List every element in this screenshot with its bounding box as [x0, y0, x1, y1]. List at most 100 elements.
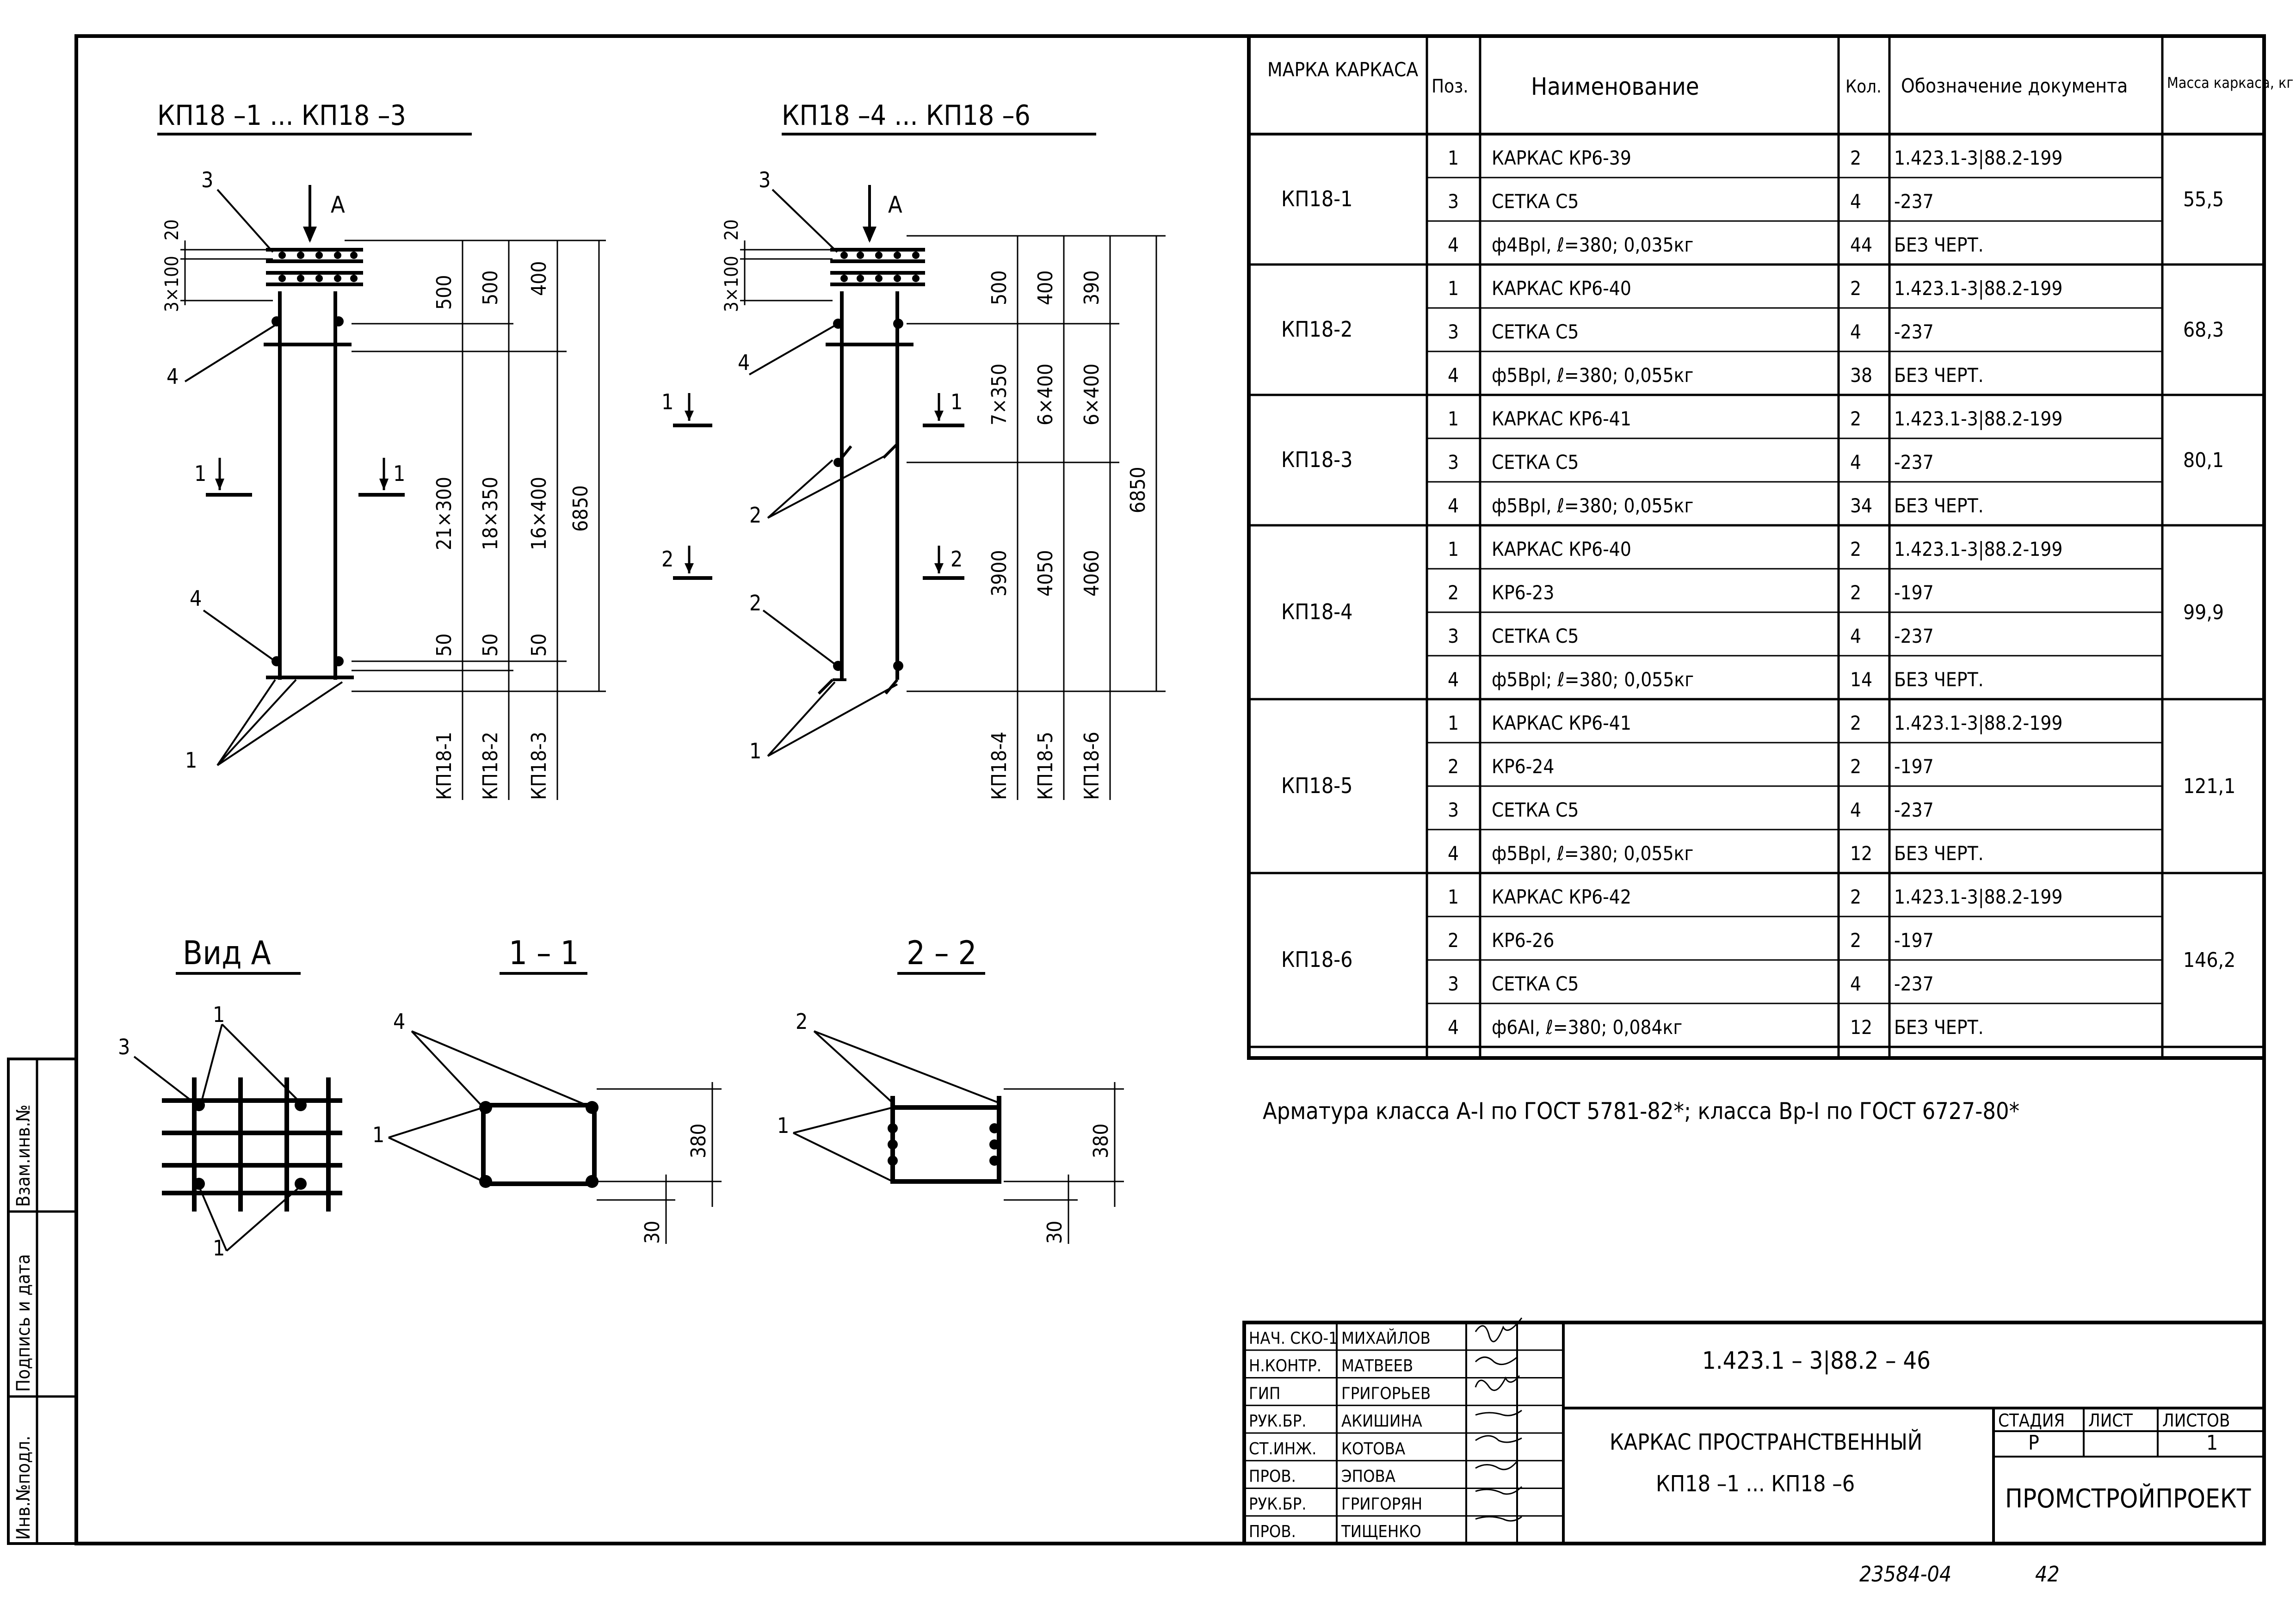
spec-qty: 44 — [1850, 234, 1872, 256]
v1-bot-1: 50 — [432, 634, 456, 657]
spec-pos: 1 — [1448, 147, 1459, 169]
spec-qty: 2 — [1850, 277, 1861, 300]
staff-name: ТИЩЕНКО — [1341, 1522, 1421, 1541]
staff-name: КОТОВА — [1341, 1439, 1405, 1458]
spec-mark: КП18-2 — [1281, 317, 1352, 342]
spec-qty: 4 — [1850, 190, 1861, 213]
spec-qty: 2 — [1850, 886, 1861, 908]
spec-pos: 3 — [1448, 625, 1459, 647]
spec-mark: КП18-1 — [1281, 186, 1352, 211]
tb-title-1: КАРКАС ПРОСТРАНСТВЕННЫЙ — [1610, 1429, 1922, 1455]
spec-mark: КП18-5 — [1281, 773, 1352, 798]
spec-doc: БЕЗ ЧЕРТ. — [1894, 1016, 1984, 1039]
v1-bot-2: 50 — [479, 634, 502, 657]
spec-doc: -237 — [1894, 799, 1934, 821]
s11-pos-4: 4 — [393, 1009, 405, 1034]
v2-mid-3: 6×400 — [1080, 363, 1104, 425]
pos-4-label: 4 — [167, 364, 179, 389]
v1-mark-1: КП18-1 — [432, 732, 456, 800]
spec-mark: КП18-6 — [1281, 947, 1352, 972]
v2-pos-1-label: 1 — [749, 738, 761, 763]
staff-role: РУК.БР. — [1249, 1495, 1307, 1513]
spec-doc: -197 — [1894, 929, 1934, 952]
spec-name: ф6АI, ℓ=380; 0,084кг — [1492, 1016, 1682, 1039]
s22-title: 2 – 2 — [907, 934, 977, 972]
inner-frame — [74, 34, 2266, 1545]
spec-pos: 4 — [1448, 234, 1459, 256]
s11-pos-1: 1 — [372, 1122, 384, 1147]
v1-dim-20: 20 — [161, 219, 183, 240]
v2-top-1: 500 — [988, 270, 1011, 305]
s22-pos-2: 2 — [796, 1009, 808, 1034]
spec-doc: БЕЗ ЧЕРТ. — [1894, 668, 1984, 691]
spec-name: КАРКАС КР6-41 — [1492, 712, 1631, 734]
v1-mid-1: 21×300 — [432, 477, 456, 550]
spec-pos: 3 — [1448, 799, 1459, 821]
spec-doc: БЕЗ ЧЕРТ. — [1894, 364, 1984, 387]
spec-mark: КП18-4 — [1281, 599, 1352, 624]
spec-pos: 2 — [1448, 929, 1459, 952]
s22-dim-380: 380 — [1089, 1123, 1113, 1158]
spec-pos: 3 — [1448, 972, 1459, 995]
view1-title: КП18 –1 ... КП18 –3 — [157, 99, 406, 132]
footer-number: 23584-04 — [1859, 1562, 1951, 1587]
spec-name: ф5ВрI, ℓ=380; 0,055кг — [1492, 494, 1693, 517]
spec-qty: 4 — [1850, 799, 1861, 821]
view-kp18-4-6: КП18 –4 ... КП18 –6 А 3 4 2 2 1 — [661, 99, 1166, 800]
section-2-2: 2 – 2 2 1 380 30 — [777, 934, 1124, 1244]
v2-mark-2: КП18-5 — [1034, 732, 1057, 800]
spec-pos: 1 — [1448, 277, 1459, 300]
v1-mark-3: КП18-3 — [527, 732, 551, 800]
v2-pos-2-label-lower: 2 — [749, 591, 761, 615]
arrow-a-label-2: А — [888, 191, 902, 218]
spec-doc: -237 — [1894, 190, 1934, 213]
v2-top-3: 390 — [1080, 270, 1104, 305]
side-stamp-podpis: Подпись и дата — [13, 1254, 34, 1392]
v2-overall: 6850 — [1126, 467, 1150, 513]
spec-doc: -197 — [1894, 755, 1934, 778]
spec-name: СЕТКА С5 — [1492, 190, 1579, 213]
side-stamp-inv-podl: Инв.№подл. — [13, 1436, 34, 1540]
staff-role: ПРОВ. — [1249, 1467, 1296, 1486]
tb-stage-h: СТАДИЯ — [1998, 1410, 2065, 1431]
spec-doc: -197 — [1894, 581, 1934, 604]
spec-name: КР6-26 — [1492, 929, 1554, 952]
v2-dim-20: 20 — [721, 219, 742, 240]
staff-name: АКИШИНА — [1341, 1412, 1422, 1431]
spec-pos: 4 — [1448, 842, 1459, 865]
va-pos-3: 3 — [118, 1034, 130, 1059]
spec-doc: 1.423.1-3|88.2-199 — [1894, 538, 2062, 560]
v2-pos-4-label: 4 — [738, 350, 750, 375]
staff-name: МИХАЙЛОВ — [1341, 1329, 1431, 1348]
s22-dim-30: 30 — [1043, 1221, 1067, 1244]
va-pos-1-top: 1 — [213, 1002, 225, 1027]
v1-dim-3x100: 3×100 — [161, 256, 183, 312]
spec-name: КАРКАС КР6-42 — [1492, 886, 1631, 908]
v2-pos-2-label: 2 — [749, 503, 761, 528]
spec-pos: 3 — [1448, 451, 1459, 474]
spec-pos: 1 — [1448, 886, 1459, 908]
spec-name: КР6-23 — [1492, 581, 1554, 604]
spec-name: СЕТКА С5 — [1492, 972, 1579, 995]
spec-doc: БЕЗ ЧЕРТ. — [1894, 234, 1984, 256]
side-stamp-vzam: Взам.инв.№ — [13, 1105, 34, 1207]
hdr-doc: Обозначение документа — [1901, 74, 2128, 97]
spec-qty: 2 — [1850, 581, 1861, 604]
staff-name: ГРИГОРЯН — [1341, 1495, 1422, 1513]
v1-overall: 6850 — [569, 485, 593, 532]
v2-pos-3-label: 3 — [759, 167, 771, 192]
signatures — [1475, 1317, 1523, 1522]
tb-title-2: КП18 –1 ... КП18 –6 — [1656, 1471, 1855, 1497]
spec-qty: 2 — [1850, 147, 1861, 169]
hdr-pos: Поз. — [1432, 76, 1469, 97]
v1-top-3: 400 — [527, 261, 551, 296]
spec-qty: 4 — [1850, 451, 1861, 474]
tb-sheets-h: ЛИСТОВ — [2162, 1410, 2230, 1431]
view2-title: КП18 –4 ... КП18 –6 — [782, 99, 1031, 132]
v2-low-3: 4060 — [1080, 550, 1104, 597]
spec-name: ф4ВрI, ℓ=380; 0,035кг — [1492, 234, 1693, 256]
spec-pos: 3 — [1448, 190, 1459, 213]
spec-pos: 4 — [1448, 1016, 1459, 1039]
